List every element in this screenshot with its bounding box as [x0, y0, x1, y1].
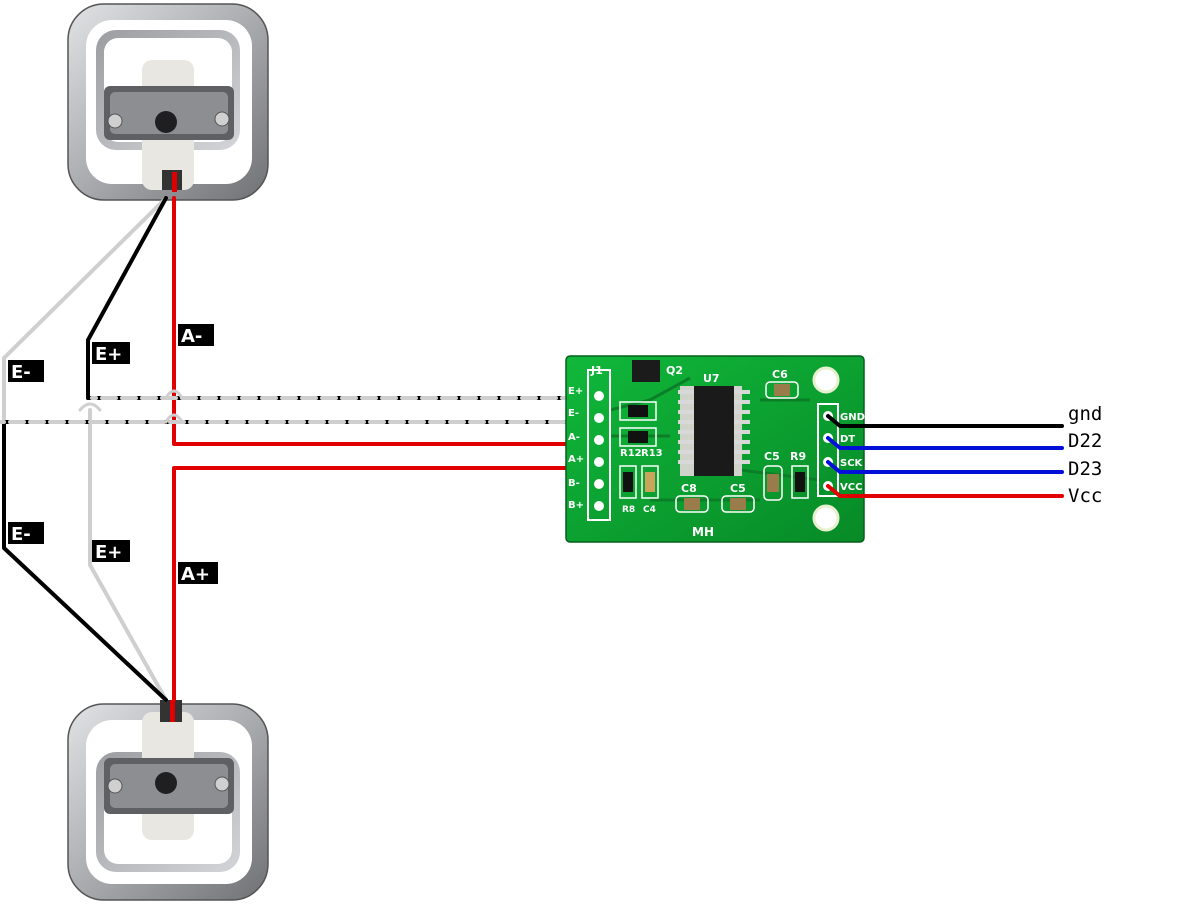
- wire-gnd: [826, 414, 1064, 428]
- board-name: MH: [692, 525, 714, 539]
- wire-bottom-e-minus: [2, 420, 168, 702]
- resistor-r8: R8: [619, 465, 637, 515]
- label-e-minus-top-text: E-: [11, 362, 31, 383]
- wire-label-a-plus: A+: [178, 562, 218, 585]
- pin-label-e-plus: E+: [568, 386, 583, 397]
- wire-sck: [826, 460, 1064, 474]
- capacitor-c4: C4: [641, 465, 659, 515]
- connector-id: J1: [590, 364, 603, 377]
- output-wires: [826, 414, 1064, 498]
- wire-a-plus: [172, 466, 602, 702]
- transistor-q2: Q2: [632, 360, 683, 382]
- label-e-plus-bottom-text: E+: [95, 542, 122, 563]
- wire-bottom-e-plus: [88, 408, 168, 702]
- pin-label-dt: DT: [840, 434, 855, 445]
- c7-label: C5: [730, 482, 746, 495]
- wire-top-e-plus: [86, 196, 168, 400]
- c4-label: C4: [643, 505, 656, 515]
- pin-label-b-minus: B-: [568, 478, 580, 489]
- pin-hole-a-plus: [594, 457, 604, 467]
- pin-hole-e-minus: [594, 413, 604, 423]
- pin-label-a-minus: A-: [568, 432, 580, 443]
- pin-label-b-plus: B+: [568, 500, 584, 511]
- load-cell-bottom: [67, 700, 269, 901]
- hx711-board: J1 E+ E- A- A+ B- B+ Q2 U7: [565, 355, 865, 543]
- capacitor-c7: C5: [721, 482, 755, 513]
- pin-hole-e-plus: [594, 391, 604, 401]
- controller-pin-d22: D22: [1068, 430, 1102, 452]
- c5-label: C5: [764, 450, 780, 463]
- load-cell-wires: [0, 196, 602, 702]
- ic-label: U7: [703, 372, 720, 385]
- pin-hole-b-minus: [594, 479, 604, 489]
- pin-label-e-minus: E-: [568, 408, 579, 419]
- r8-label: R8: [622, 505, 635, 515]
- resistor-r13: R13: [619, 427, 663, 459]
- resistor-r12: R12: [619, 401, 657, 459]
- wire-a-minus: [172, 196, 602, 446]
- r12-label: R12: [620, 448, 642, 459]
- label-e-plus-top-text: E+: [95, 344, 122, 365]
- pin-label-vcc: VCC: [840, 482, 862, 493]
- controller-pin-d23: D23: [1068, 458, 1102, 480]
- wire-label-e-plus-bottom: E+: [92, 540, 130, 563]
- label-e-minus-bottom-text: E-: [11, 524, 31, 545]
- wire-label-e-minus-bottom: E-: [8, 522, 44, 545]
- pin-label-sck: SCK: [840, 458, 864, 469]
- pin-hole-b-plus: [594, 501, 604, 511]
- label-a-plus-text: A+: [181, 564, 210, 585]
- capacitor-c5: C5: [763, 450, 783, 501]
- load-cell-top: [67, 3, 269, 201]
- c8-label: C8: [681, 482, 697, 495]
- resistor-r9: R9: [790, 450, 809, 499]
- wire-label-e-minus-top: E-: [8, 360, 44, 383]
- pin-label-a-plus: A+: [568, 454, 584, 465]
- capacitor-c6: C6: [765, 368, 799, 399]
- wire-vcc: [826, 484, 1064, 498]
- r13-label: R13: [641, 448, 663, 459]
- c6-label: C6: [772, 368, 788, 381]
- pin-label-gnd: GND: [840, 412, 865, 423]
- controller-pin-vcc: Vcc: [1068, 485, 1102, 507]
- pin-hole-a-minus: [594, 435, 604, 445]
- wire-label-e-plus-top: E+: [92, 342, 130, 365]
- wire-label-a-minus: A-: [178, 324, 214, 347]
- wire-dt: [826, 436, 1064, 450]
- r9-label: R9: [790, 450, 806, 463]
- capacitor-c8: C8: [675, 482, 709, 513]
- controller-pin-gnd: gnd: [1068, 403, 1102, 425]
- label-a-minus-text: A-: [181, 326, 202, 347]
- transistor-label: Q2: [666, 364, 683, 377]
- ic-u7: U7: [678, 372, 750, 476]
